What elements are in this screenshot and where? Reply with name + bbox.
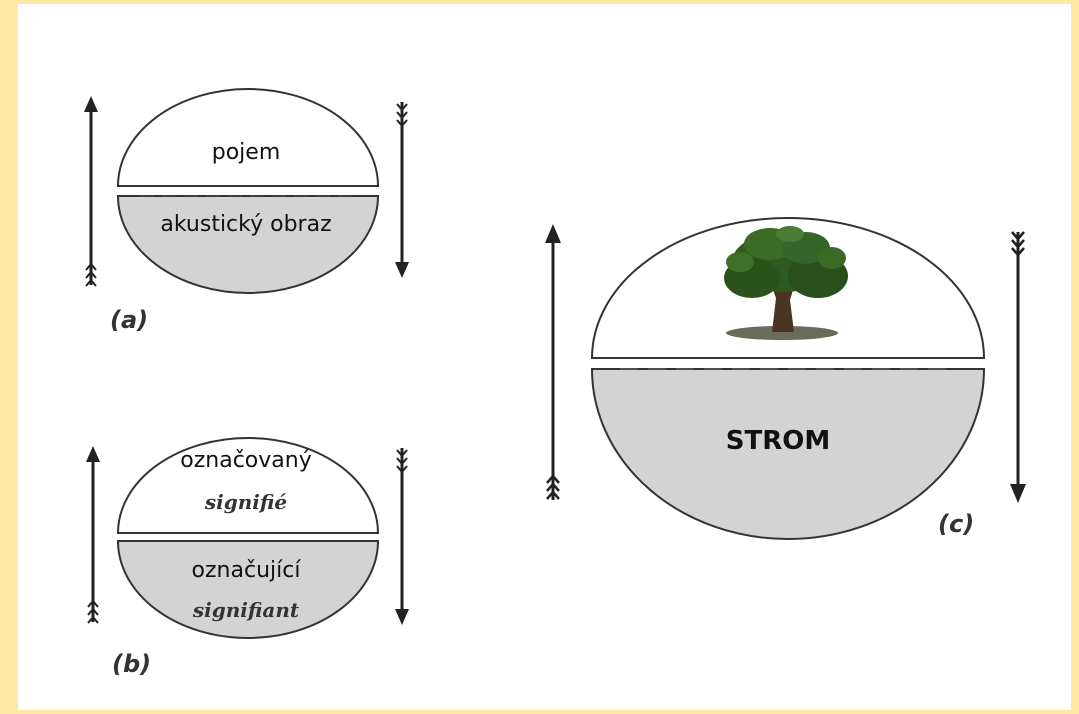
down-arrow-c [1010,231,1026,503]
diagram-c [545,217,1026,540]
signifier-label: označující [191,558,301,583]
sound-image-label: akustický obraz [160,212,332,237]
signifier-half-c [590,368,986,540]
caption-b: (b) [112,650,152,678]
tree-icon [724,226,848,340]
diagram-a [84,88,409,294]
concept-label: pojem [211,140,281,165]
down-arrow-b [395,448,409,625]
signifier-half-a [116,195,380,294]
up-arrow-a [84,96,98,287]
caption-c: (c) [938,510,975,538]
signified-half-a [116,88,380,187]
strom-label: STROM [725,426,831,456]
signifier-half-b [116,540,380,639]
signified-half-b [116,437,380,534]
up-arrow-b [86,446,100,624]
up-arrow-c [545,224,561,500]
caption-a: (a) [110,306,149,334]
signified-term: signifié [204,490,288,514]
signifier-term: signifiant [192,598,300,622]
diagram-b [86,437,409,639]
signified-label: označovaný [180,448,312,473]
down-arrow-a [395,102,409,278]
